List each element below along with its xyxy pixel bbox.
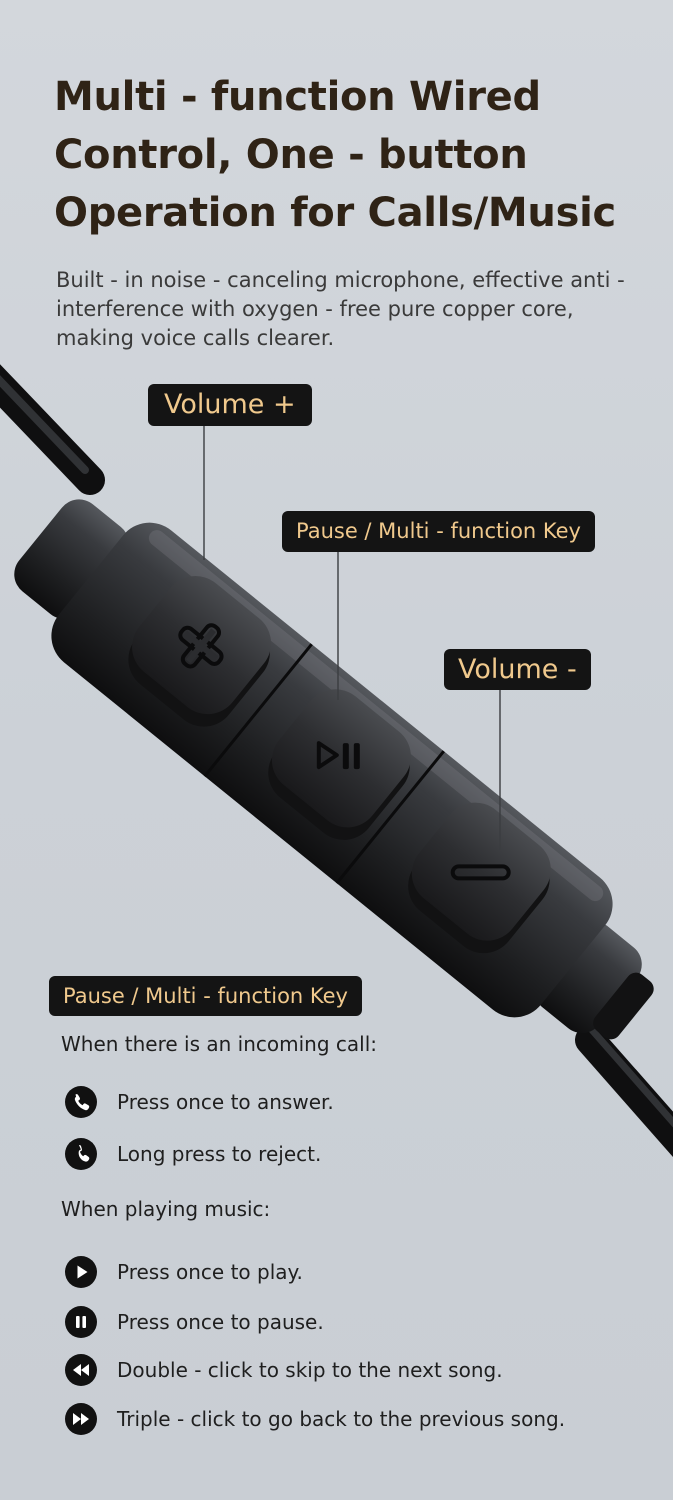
volume-up-label: Volume +	[148, 384, 312, 426]
volume-down-label: Volume -	[444, 649, 591, 690]
phone-reject-icon	[65, 1138, 97, 1170]
volume-down-button[interactable]	[391, 790, 567, 967]
music-heading: When playing music:	[61, 1197, 271, 1221]
strain-relief-top	[14, 499, 130, 619]
cable-lower	[575, 1025, 673, 1158]
list-item-text: Press once to pause.	[117, 1310, 324, 1334]
volume-up-button[interactable]	[112, 563, 288, 740]
product-description: Built - in noise - canceling microphone,…	[56, 268, 625, 350]
skip-next-icon	[65, 1354, 97, 1386]
list-item-text: Long press to reject.	[117, 1142, 322, 1166]
list-item-text: Double - click to skip to the next song.	[117, 1358, 503, 1382]
plus-icon	[178, 623, 224, 669]
calls-heading: When there is an incoming call:	[61, 1032, 378, 1056]
play-pause-icon	[316, 741, 360, 770]
section-label: Pause / Multi - function Key	[49, 976, 362, 1016]
minus-icon	[450, 864, 511, 881]
page-title: Multi - function Wired Control, One - bu…	[54, 74, 616, 236]
pause-key-label: Pause / Multi - function Key	[282, 511, 595, 552]
list-item-text: Press once to play.	[117, 1260, 303, 1284]
skip-previous-icon	[65, 1403, 97, 1435]
pause-icon	[65, 1306, 97, 1338]
list-item-text: Press once to answer.	[117, 1090, 334, 1114]
cable-upper	[0, 364, 105, 495]
phone-answer-icon	[65, 1086, 97, 1118]
list-item-text: Triple - click to go back to the previou…	[117, 1407, 566, 1431]
multi-function-button[interactable]	[251, 676, 427, 853]
play-icon	[65, 1256, 97, 1288]
